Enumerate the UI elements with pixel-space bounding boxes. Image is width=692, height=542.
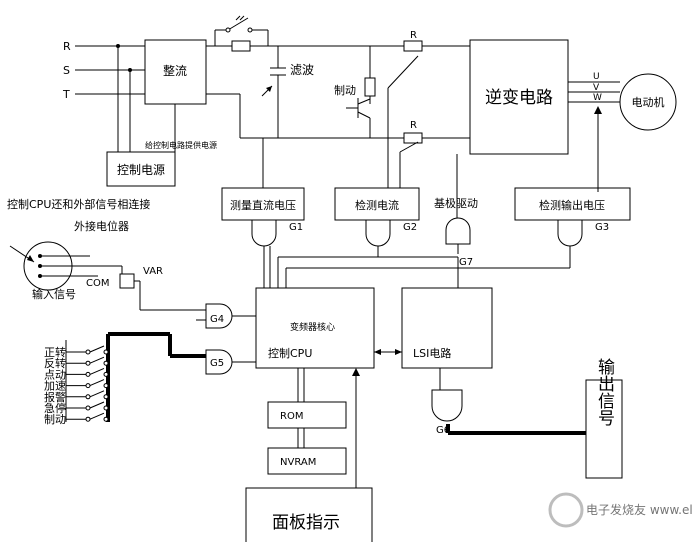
- switch-label: 点动: [44, 368, 66, 381]
- gate-g6-label: G6: [436, 425, 450, 436]
- brake-label: 制动: [334, 84, 356, 97]
- detect-output-voltage-block: [514, 187, 631, 221]
- gate-g7: [445, 217, 471, 254]
- uvw-output: U V W: [568, 72, 620, 103]
- var-terminal: [119, 273, 135, 289]
- switch-row: 加速: [44, 379, 109, 393]
- phase-v-label: V: [593, 83, 600, 93]
- potentiometer-symbol: [9, 241, 122, 291]
- input-t-label: T: [62, 88, 70, 101]
- base-drive-label: 基极驱动: [434, 196, 478, 210]
- output-signal-block: [585, 379, 623, 479]
- control-power-note: 给控制电路提供电源: [145, 140, 217, 150]
- resistor-r1-label: R: [410, 30, 417, 41]
- panel-block: [245, 487, 373, 542]
- inverter-block: [469, 39, 569, 155]
- lsi-label: LSI电路: [413, 347, 451, 360]
- inverter-label: 逆变电路: [485, 88, 553, 108]
- gate-g7-label: G7: [459, 257, 473, 268]
- switch-label: 制动: [44, 413, 66, 426]
- com-label: COM: [86, 278, 109, 289]
- cpu-core-label: 变频器核心: [290, 321, 335, 333]
- potentiometer-label: 外接电位器: [74, 219, 129, 233]
- measure-dc-label: 测量直流电压: [230, 198, 296, 212]
- input-s-label: S: [63, 64, 70, 77]
- switch-row: 点动: [44, 367, 109, 381]
- input-r-label: R: [63, 40, 71, 53]
- gate-g3-label: G3: [595, 222, 609, 233]
- switch-row: 报警: [44, 390, 109, 404]
- soft-start-circuit: [214, 15, 269, 52]
- cpu-label: 控制CPU: [268, 346, 312, 360]
- watermark-label: 电子发烧友 www.elecfans.com: [586, 502, 692, 517]
- phase-u-label: U: [593, 72, 600, 82]
- three-phase-input: R S T: [62, 40, 145, 152]
- cpu-block: [255, 287, 375, 369]
- gate-g2-label: G2: [403, 222, 417, 233]
- gate-g1: [251, 219, 277, 288]
- switch-row: 急停: [44, 401, 109, 415]
- switch-label: 正转: [44, 345, 66, 359]
- filter-label: 滤波: [290, 63, 314, 77]
- switch-row: 反转: [44, 356, 109, 370]
- filter-capacitor: [261, 46, 286, 138]
- detect-current-label: 检测电流: [355, 198, 399, 212]
- gate-g4-label: G4: [210, 314, 224, 325]
- switch-row: 正转: [44, 345, 109, 359]
- rom-block: [267, 401, 347, 429]
- lsi-block: [401, 287, 493, 369]
- rectifier-label: 整流: [163, 63, 187, 78]
- control-power-block: [106, 151, 176, 187]
- detect-output-label: 检测输出电压: [539, 198, 605, 212]
- external-connection-note: 控制CPU还和外部信号相连接: [7, 197, 150, 211]
- brake-circuit: [346, 46, 376, 138]
- gate-g2: [365, 219, 391, 257]
- rectifier-block: [144, 39, 207, 105]
- rom-label: ROM: [280, 411, 303, 422]
- gate-g4: [196, 303, 256, 329]
- switch-label: 反转: [44, 356, 66, 370]
- switch-label: 急停: [44, 401, 66, 415]
- output-signal-label: 输出信号: [594, 358, 615, 427]
- gate-g5-label: G5: [210, 358, 224, 369]
- gate-g1-label: G1: [289, 222, 303, 233]
- watermark: 电子发烧友 www.elecfans.com: [548, 492, 692, 528]
- switch-label: 报警: [44, 390, 66, 404]
- panel-label: 面板指示: [272, 513, 340, 533]
- nvram-block: [267, 447, 347, 475]
- switch-row: 制动: [44, 412, 109, 426]
- switch-label: 加速: [44, 380, 66, 393]
- control-power-label: 控制电源: [117, 163, 165, 177]
- current-sense-resistors: R R: [387, 30, 423, 153]
- resistor-r2-label: R: [410, 120, 417, 131]
- nvram-label: NVRAM: [280, 457, 316, 468]
- gate-g3: [557, 219, 583, 268]
- gate-g6: [431, 389, 463, 422]
- gate-g5: [205, 349, 256, 375]
- phase-w-label: W: [593, 93, 602, 103]
- input-signal-label: 输入信号: [32, 287, 76, 301]
- var-label: VAR: [143, 266, 163, 277]
- motor-symbol: [619, 73, 677, 131]
- motor-label: 电动机: [632, 95, 665, 109]
